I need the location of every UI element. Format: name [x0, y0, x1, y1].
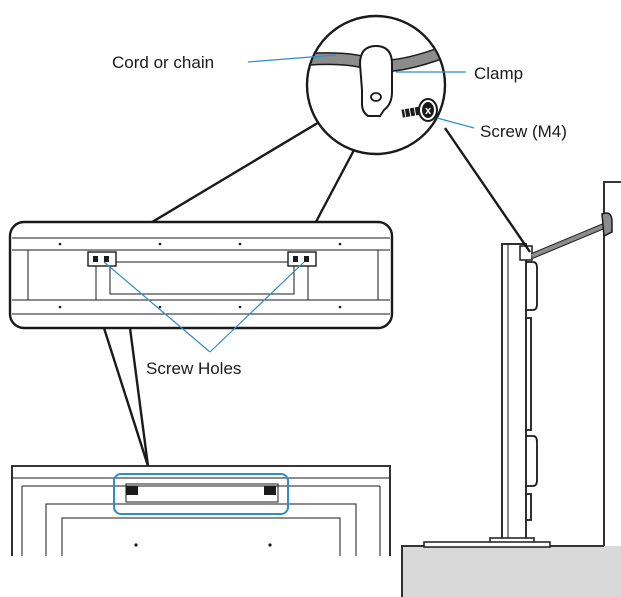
cord-to-wall: [530, 212, 613, 259]
screw-m4-label: Screw (M4): [480, 122, 567, 141]
monitor-rear-view: [11, 465, 391, 556]
right-bracket: [287, 251, 317, 267]
wall-and-floor: [401, 181, 621, 597]
screw-hole-highlight: [113, 473, 289, 515]
cord-or-chain-label: Cord or chain: [112, 53, 214, 72]
back-panel-detail: [8, 220, 394, 330]
clamp-icon: [358, 44, 393, 117]
screw-holes-label: Screw Holes: [146, 359, 241, 378]
monitor-side-view: [423, 243, 551, 548]
screw-icon: x: [401, 98, 438, 122]
panel-callout-lines: [102, 327, 150, 467]
left-bracket: [87, 251, 117, 267]
zoom-circle: x: [305, 14, 447, 156]
svg-text:x: x: [425, 105, 432, 117]
clamp-label: Clamp: [474, 64, 523, 83]
leader-lines: [103, 54, 475, 353]
